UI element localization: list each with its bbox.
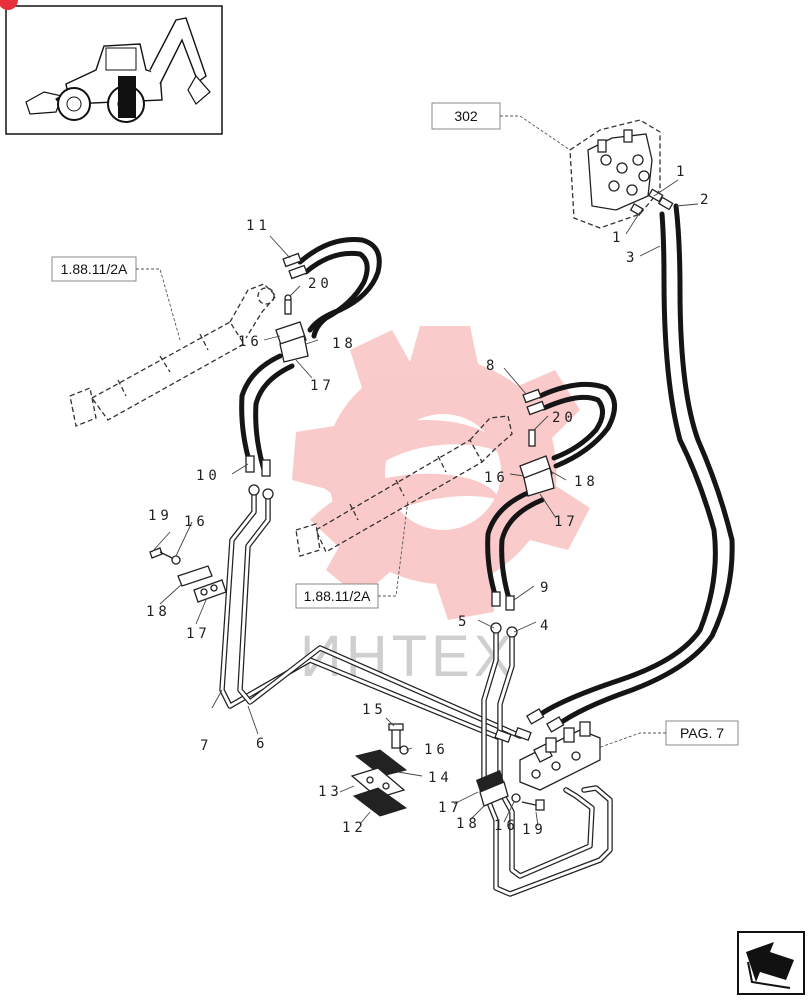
callout-4: 4	[540, 618, 552, 634]
callout-7: 7	[200, 738, 212, 754]
callout-3: 3	[626, 250, 638, 266]
callout-9: 9	[540, 580, 552, 596]
clamp-half-18-left	[177, 565, 213, 587]
corner-badge	[0, 0, 18, 10]
callout-8: 8	[486, 358, 498, 374]
fitting-8	[522, 388, 546, 416]
ref-box-page-7[interactable]: PAG. 7	[665, 720, 739, 746]
ref-leader-cylinder-upper	[136, 268, 181, 341]
callout-20a: 20	[308, 276, 333, 292]
callout-1a: 1	[676, 164, 688, 180]
fitting-10	[245, 455, 271, 477]
fitting-9	[491, 591, 515, 611]
callout-17a: 17	[310, 378, 335, 394]
ref-leader-302	[500, 115, 571, 151]
callout-18c: 18	[146, 604, 171, 620]
hose-main-pair	[535, 203, 735, 729]
callout-18a: 18	[332, 336, 357, 352]
watermark-gear-logo	[292, 326, 590, 620]
hose-lower-pair	[485, 381, 617, 605]
callout-16a: 16	[238, 334, 263, 350]
callout-labels: 1 2 1 3 11 20 16 18 17 10 8 20 16 18 17 …	[146, 164, 712, 838]
callout-19b: 19	[522, 822, 547, 838]
control-valve-block	[569, 119, 674, 229]
ref-box-302[interactable]: 302	[431, 102, 501, 130]
callout-13: 13	[318, 784, 343, 800]
callout-17b: 17	[554, 514, 579, 530]
callout-10: 10	[196, 468, 221, 484]
ref-box-cylinder-upper[interactable]: 1.88.11/2A	[51, 256, 137, 282]
svg-text:PAG. 7: PAG. 7	[680, 725, 724, 741]
clamp-lower	[519, 429, 555, 497]
callout-16e: 16	[494, 818, 519, 834]
svg-text:302: 302	[454, 108, 478, 124]
ref-box-cylinder-lower[interactable]: 1.88.11/2A	[295, 583, 379, 609]
backhoe-loader-thumbnail	[5, 5, 223, 135]
clamp-half-17-left	[193, 579, 227, 603]
callout-1b: 1	[612, 230, 624, 246]
callout-17d: 17	[438, 800, 463, 816]
callout-15: 15	[362, 702, 387, 718]
clamp-half-12	[352, 787, 408, 817]
washer-16-left	[171, 555, 181, 565]
clamp-17-right	[476, 770, 504, 792]
clamp-18-right	[479, 781, 509, 807]
callout-5: 5	[458, 614, 470, 630]
ref-leader-page-7	[597, 732, 666, 749]
watermark-text: ИНТЕХ	[300, 624, 516, 689]
callout-12: 12	[342, 820, 367, 836]
callout-18d: 18	[456, 816, 481, 832]
callout-16b: 16	[484, 470, 509, 486]
ref-leader-cylinder-lower	[378, 499, 409, 597]
washer-16-right	[511, 793, 521, 803]
callout-6: 6	[256, 736, 268, 752]
pipe-fittings	[248, 484, 532, 743]
callout-11: 11	[246, 218, 271, 234]
callout-20b: 20	[552, 410, 577, 426]
callout-14: 14	[428, 770, 453, 786]
bolt-19-right	[521, 799, 545, 811]
arrow-next-page-icon[interactable]	[737, 931, 805, 995]
svg-text:1.88.11/2A: 1.88.11/2A	[61, 261, 128, 277]
bolt-15	[388, 723, 404, 749]
cylinder-lower	[295, 415, 513, 557]
callout-2: 2	[700, 192, 712, 208]
callout-16d: 16	[424, 742, 449, 758]
callout-19a: 19	[148, 508, 173, 524]
washer-16-center	[399, 745, 409, 755]
cylinder-upper	[69, 283, 277, 427]
fitting-11	[282, 252, 308, 280]
hose-upper-pair	[239, 236, 382, 473]
svg-text:1.88.11/2A: 1.88.11/2A	[304, 588, 371, 604]
leader-lines	[151, 179, 699, 827]
callout-18b: 18	[574, 474, 599, 490]
valve-block-lower	[519, 708, 601, 791]
clamp-upper	[275, 294, 309, 363]
callout-17c: 17	[186, 626, 211, 642]
callout-16c: 16	[184, 514, 209, 530]
